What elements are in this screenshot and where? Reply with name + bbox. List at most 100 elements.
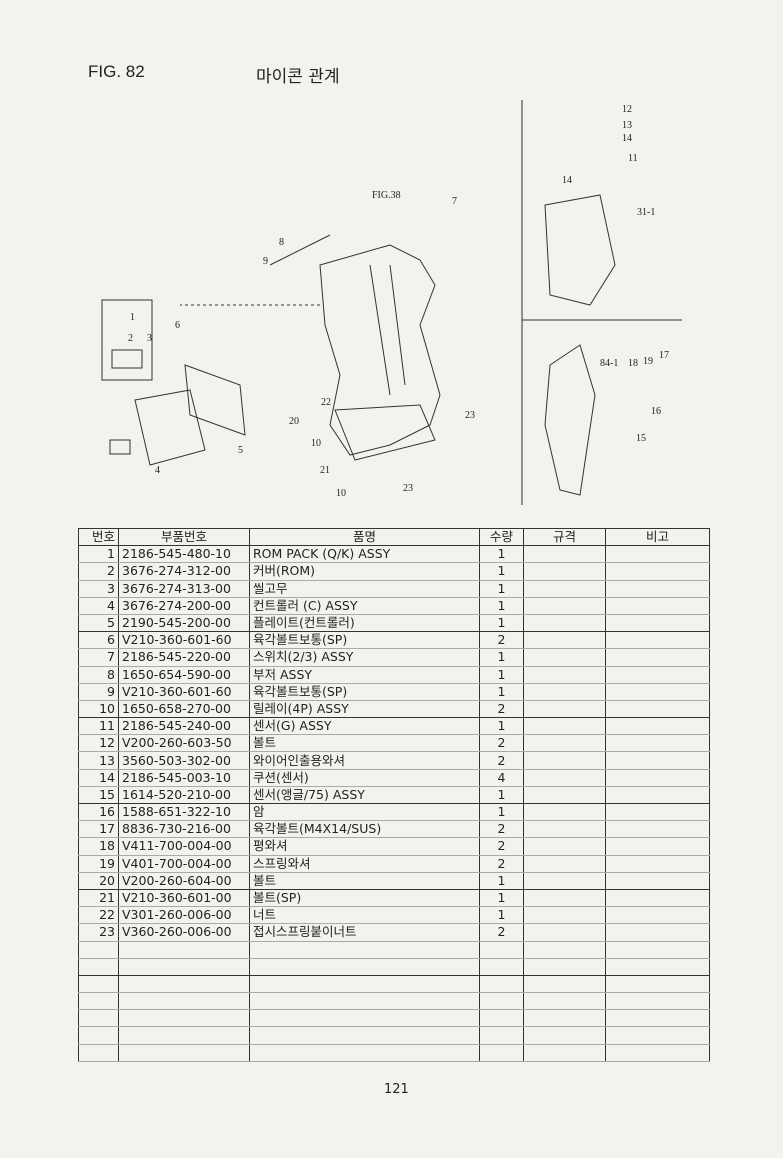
blank-row	[78, 941, 710, 959]
part-number: V401-700-004-00	[118, 855, 250, 873]
part-number: 3560-503-302-00	[118, 751, 250, 770]
part-name: 부저 ASSY	[249, 666, 480, 684]
spec	[523, 666, 606, 684]
callout-label: 12	[622, 104, 632, 115]
spec	[523, 683, 606, 701]
item-number: 5	[78, 614, 119, 633]
part-number: V301-260-006-00	[118, 906, 250, 925]
part-name: 릴레이(4P) ASSY	[249, 700, 480, 719]
part-name: 스위치(2/3) ASSY	[249, 648, 480, 667]
item-number: 4	[78, 597, 119, 615]
spec	[523, 631, 606, 650]
item-number: 20	[78, 872, 119, 890]
column-header: 부품번호	[118, 527, 250, 547]
column-header: 비고	[605, 527, 710, 547]
item-number: 15	[78, 786, 119, 805]
part-name: 스프링와셔	[249, 855, 480, 873]
callout-label: 84-1	[600, 358, 619, 369]
callout-label: 14	[622, 133, 632, 144]
callout-label: 5	[238, 445, 243, 456]
quantity: 1	[479, 872, 524, 890]
part-number: 1614-520-210-00	[118, 786, 250, 805]
part-number: 1650-658-270-00	[118, 700, 250, 719]
spec	[523, 837, 606, 856]
sensor-bracket-drawing	[544, 194, 616, 306]
part-number: V210-360-601-00	[118, 889, 250, 908]
quantity: 1	[479, 597, 524, 615]
callout-label: 16	[651, 406, 661, 417]
quantity: 1	[479, 803, 524, 822]
part-number: 2190-545-200-00	[118, 614, 250, 633]
part-number: 2186-545-220-00	[118, 648, 250, 667]
item-number: 3	[78, 580, 119, 598]
part-number: 3676-274-312-00	[118, 562, 250, 581]
quantity: 1	[479, 683, 524, 701]
item-number: 2	[78, 562, 119, 581]
item-number: 8	[78, 666, 119, 684]
part-name: 센서(G) ASSY	[249, 717, 480, 736]
column-header: 번호	[78, 527, 119, 547]
spec	[523, 786, 606, 805]
quantity: 2	[479, 923, 524, 942]
part-name: 센서(앵글/75) ASSY	[249, 786, 480, 805]
callout-label: 21	[320, 465, 330, 476]
quantity: 2	[479, 631, 524, 650]
callout-label: 10	[311, 438, 321, 449]
callout-label: 4	[155, 465, 160, 476]
callout-label: 20	[289, 416, 299, 427]
spec	[523, 597, 606, 615]
part-number: 1650-654-590-00	[118, 666, 250, 684]
quantity: 2	[479, 837, 524, 856]
spec	[523, 872, 606, 890]
part-name: 평와셔	[249, 837, 480, 856]
callout-label: 7	[452, 196, 457, 207]
remarks	[605, 872, 710, 890]
quantity: 1	[479, 614, 524, 633]
blank-row	[78, 1026, 710, 1045]
part-number: V200-260-603-50	[118, 734, 250, 753]
item-number: 7	[78, 648, 119, 667]
remarks	[605, 923, 710, 942]
part-name: 컨트롤러 (C) ASSY	[249, 597, 480, 615]
callout-label: 19	[643, 356, 653, 367]
quantity: 2	[479, 820, 524, 839]
controller-drawing	[134, 389, 206, 466]
part-name: 너트	[249, 906, 480, 925]
spec	[523, 889, 606, 908]
part-name: 플레이트(컨트롤러)	[249, 614, 480, 633]
quantity: 1	[479, 580, 524, 598]
remarks	[605, 631, 710, 650]
quantity: 1	[479, 717, 524, 736]
remarks	[605, 820, 710, 839]
part-name: 볼트	[249, 734, 480, 753]
callout-label: 1	[130, 312, 135, 323]
remarks	[605, 803, 710, 822]
quantity: 2	[479, 734, 524, 753]
item-number: 19	[78, 855, 119, 873]
callout-label: 6	[175, 320, 180, 331]
callout-label: 8	[279, 237, 284, 248]
spec	[523, 855, 606, 873]
remarks	[605, 769, 710, 787]
remarks	[605, 906, 710, 925]
part-number: 3676-274-200-00	[118, 597, 250, 615]
remarks	[605, 545, 710, 564]
spec	[523, 803, 606, 822]
remarks	[605, 751, 710, 770]
quantity: 1	[479, 648, 524, 667]
spec	[523, 648, 606, 667]
remarks	[605, 786, 710, 805]
item-number: 6	[78, 631, 119, 650]
